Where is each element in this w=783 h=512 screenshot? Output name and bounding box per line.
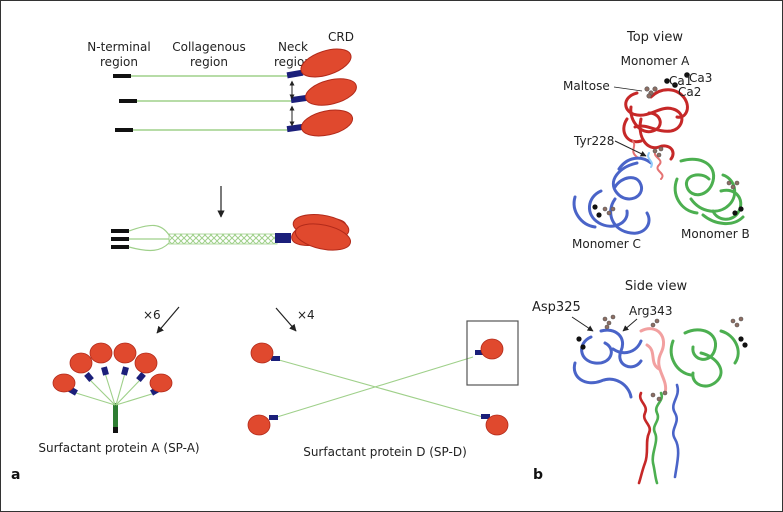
sp-a-stems [75, 372, 156, 406]
sp-d-head-tl [250, 342, 274, 364]
neck-segment [286, 69, 304, 79]
side-view-ligands [576, 314, 748, 402]
sp-a-necks [68, 366, 160, 396]
monomer-a-ribbon [622, 88, 689, 161]
multiplier-sp-a: ×6 [143, 308, 161, 322]
asp325-arrow [571, 316, 594, 332]
asp325-label: Asp325 [532, 300, 581, 315]
monomer-c-ribbon [572, 156, 653, 235]
collagenous-label-line2: region [190, 55, 228, 69]
tyr228-arrow [614, 140, 647, 157]
sp-d-neck-tr [475, 350, 483, 355]
ca3-ion [684, 72, 690, 78]
top-view-structure [572, 88, 745, 235]
n-terminal-tail [119, 99, 137, 103]
n-terminal-label-line1: N-terminal [87, 40, 150, 54]
top-view-ligands [592, 72, 744, 218]
sp-a-heads [52, 342, 173, 393]
monomer-a-label: Monomer A [621, 54, 690, 68]
trimer-crd-3 [294, 223, 352, 251]
ca2-label: Ca2 [678, 85, 701, 99]
sp-d-neck-bl [269, 415, 278, 420]
top-view-title: Top view [626, 30, 683, 45]
monomer-chain-1 [113, 48, 352, 79]
tyr228-label: Tyr228 [573, 134, 614, 148]
sp-a-stalk [113, 403, 118, 431]
neck-segment [286, 123, 304, 133]
sp-d-head-br [485, 414, 509, 436]
sp-d-trimer-highlight-box [466, 320, 519, 386]
crd-head [300, 48, 352, 78]
n-terminal-tail [115, 128, 133, 132]
panel-b: Top view [532, 30, 750, 485]
monomer-c-helix [647, 152, 653, 168]
coiled-coil [637, 383, 680, 485]
side-view-structure [572, 327, 740, 485]
multiplier-sp-d: ×4 [297, 308, 315, 322]
monomer-chain-2 [119, 78, 357, 106]
neck-label-line1: Neck [278, 40, 308, 54]
sp-a-tail [113, 427, 118, 433]
trimer-tail-1 [111, 229, 129, 233]
monomer-c-label: Monomer C [572, 237, 641, 251]
side-view-title: Side view [625, 279, 688, 294]
ca3-label: Ca3 [689, 71, 712, 85]
crd-head [300, 109, 354, 137]
sp-a-caption: Surfactant protein A (SP-A) [38, 441, 199, 455]
trimer-n-junction [128, 224, 170, 252]
sp-d-neck-br [481, 414, 490, 419]
ca1-ion [664, 78, 670, 84]
collagenous-label-line1: Collagenous [172, 40, 246, 54]
sp-d-arm-1 [278, 359, 484, 418]
sp-d-head-tr [480, 338, 504, 360]
trimer-tail-3 [111, 245, 129, 249]
panel-a: N-terminal region Collagenous region Nec… [11, 30, 519, 483]
sp-d-arm-2 [276, 356, 474, 418]
arg343-arrow [622, 318, 638, 332]
monomer-b-label: Monomer B [681, 227, 750, 241]
maltose-pointer [613, 86, 643, 92]
side-monomer-c [572, 328, 643, 399]
n-terminal-label-line2: region [100, 55, 138, 69]
side-monomer-b [669, 328, 740, 388]
n-terminal-tail [113, 74, 131, 78]
panel-b-letter: b [533, 467, 543, 483]
sp-a-bouquet [52, 342, 173, 433]
sp-d-dodecamer [247, 320, 519, 436]
ca2-ion [672, 82, 678, 88]
sp-d-head-bl [247, 414, 271, 436]
side-monomer-a [639, 327, 668, 395]
sp-d-neck-tl [271, 356, 280, 361]
trimer-tail-2 [111, 237, 129, 241]
sp-d-caption: Surfactant protein D (SP-D) [303, 445, 467, 459]
trimer [111, 213, 352, 252]
monomer-a-helix [632, 140, 664, 180]
ca1-label: Ca1 [669, 74, 692, 88]
arg343-label: Arg343 [629, 304, 672, 318]
trimer-neck [275, 233, 291, 243]
crd-label: CRD [328, 30, 354, 44]
monomer-chain-3 [115, 109, 354, 137]
panel-a-letter: a [11, 467, 20, 483]
sp-d-arrow [275, 307, 297, 332]
sp-a-arrow [156, 306, 180, 334]
collagen-triple-helix [168, 233, 278, 245]
maltose-label: Maltose [563, 79, 610, 93]
crd-head [305, 78, 357, 106]
neck-segment [290, 94, 308, 104]
monomer-b-ribbon [673, 157, 745, 225]
